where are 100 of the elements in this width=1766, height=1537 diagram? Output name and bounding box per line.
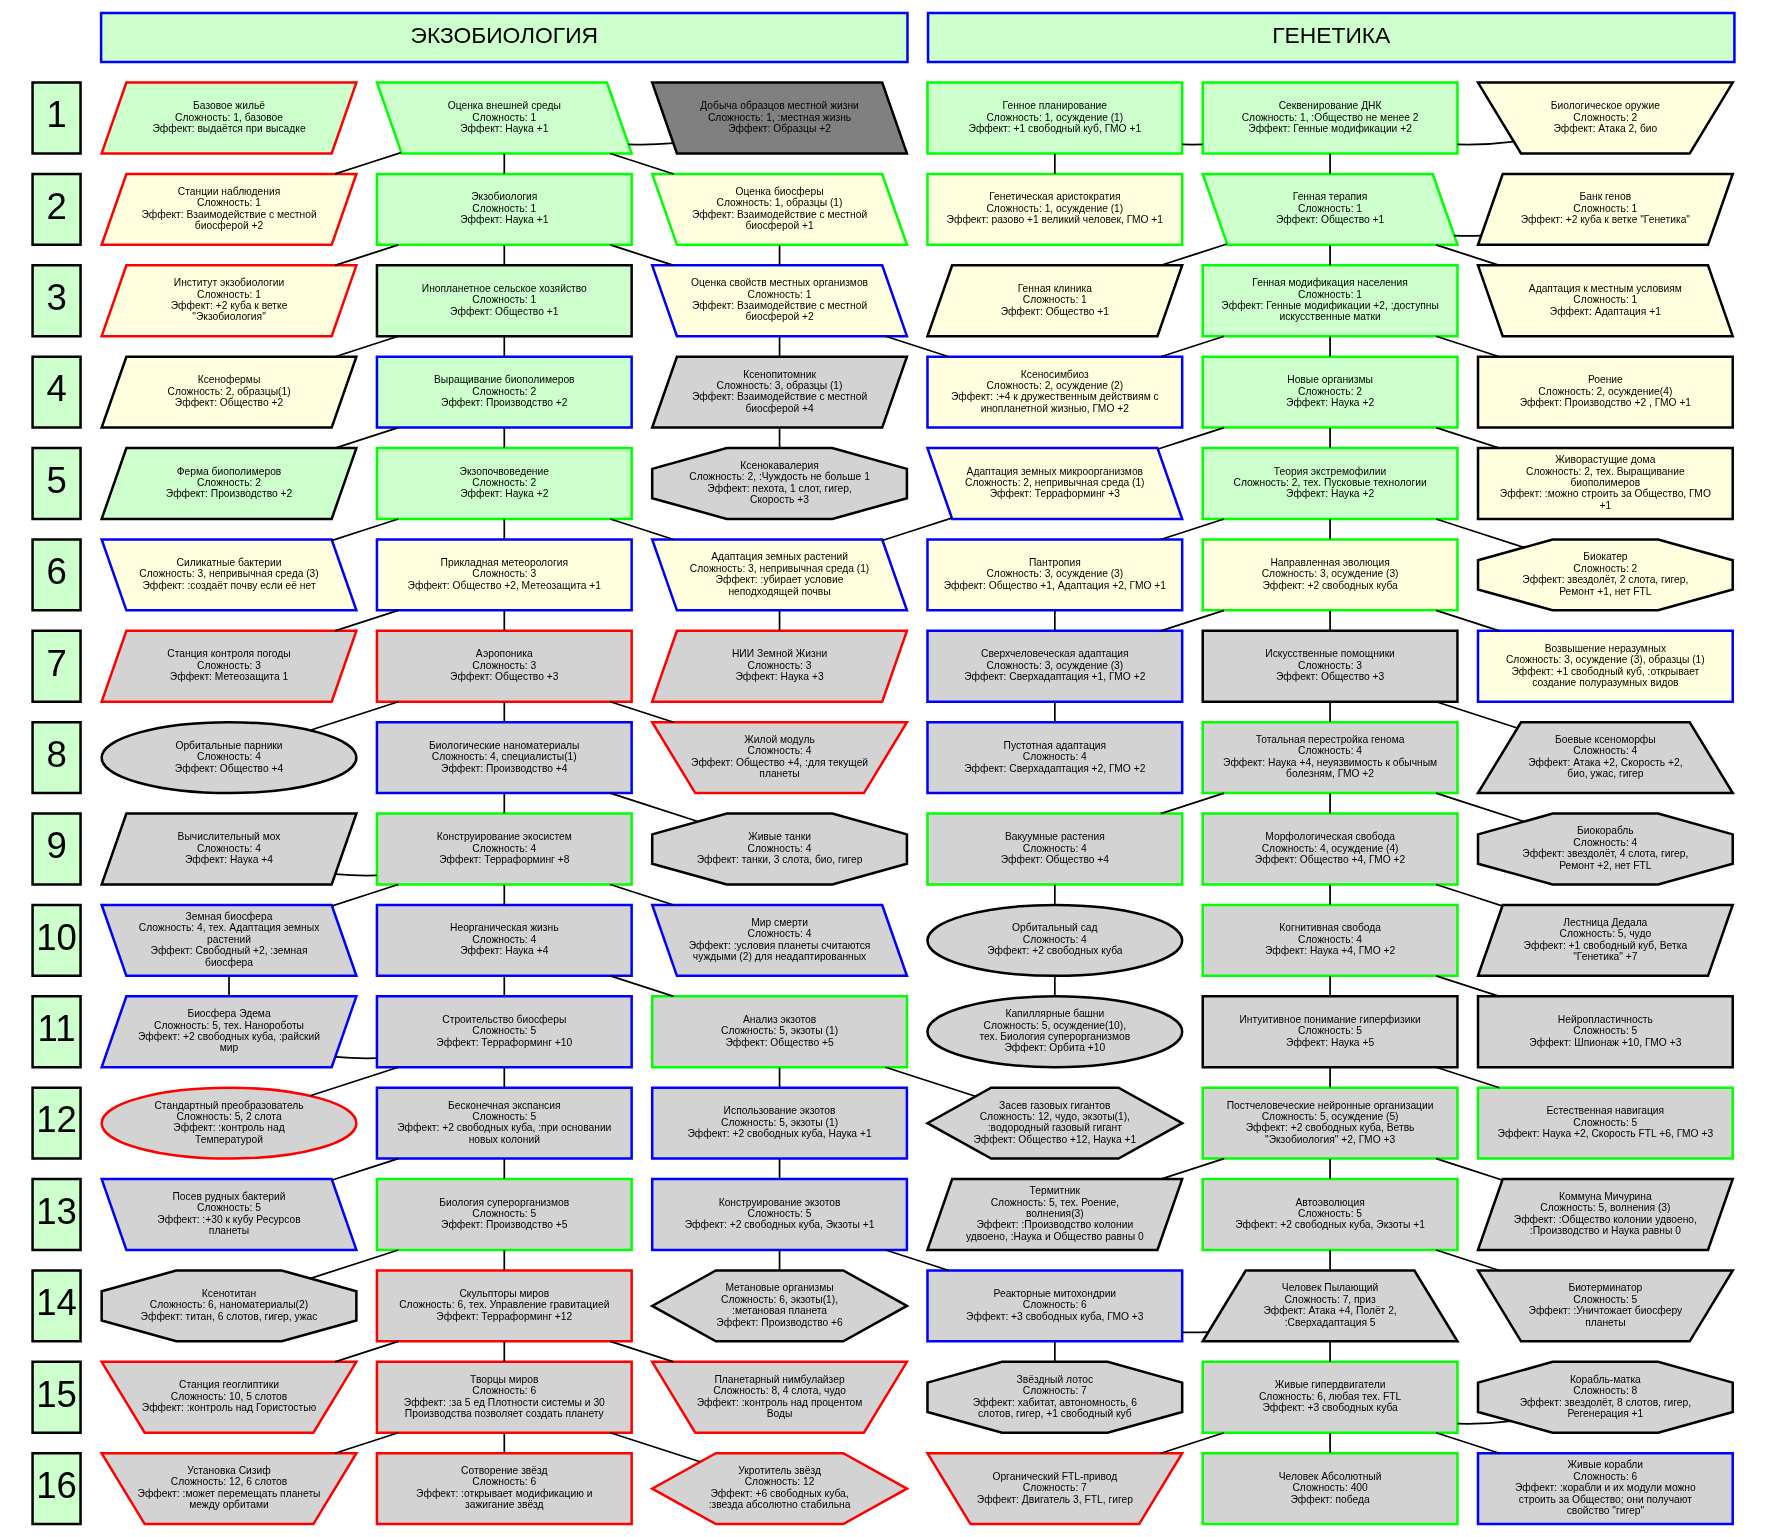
- connector: [608, 1340, 674, 1363]
- connector: [1328, 153, 1331, 175]
- connector: [778, 1158, 780, 1180]
- connector: [884, 1066, 976, 1098]
- node-box: Естественная навигация Сложность: 5 Эффект: Наука +2, Скорость FTL +6, ГМО +3: [1476, 1086, 1734, 1160]
- node-box: Теория экстремофилии Сложность: 2, тех. Пусковые технологии Эффект: Наука +2: [1201, 446, 1459, 521]
- connector: [1434, 883, 1503, 907]
- connector: [1328, 244, 1331, 267]
- node-box: Живые гипердвигатели Сложность: 6, любая тех. FTL Эффект: +3 свободных куба: [1201, 1360, 1459, 1434]
- node-box: 13: [30, 1177, 82, 1252]
- connector: [502, 701, 505, 723]
- node-box: Искусственные помощники Сложность: 3 Эффект: Общество +3: [1201, 629, 1459, 703]
- connector: [1180, 143, 1203, 146]
- connector: [608, 152, 674, 175]
- node-box: Генная модификация населения Сложность: 1 Эффект: Генные модификации +2, :доступны искусственные матки: [1201, 264, 1459, 338]
- connector: [502, 609, 505, 632]
- connector: [1159, 335, 1225, 358]
- connector: [502, 975, 505, 998]
- connector: [778, 244, 780, 267]
- connector: [1053, 1340, 1056, 1363]
- connector: [1328, 884, 1331, 906]
- connector: [1328, 1432, 1331, 1454]
- connector: [1159, 1431, 1225, 1455]
- connector: [1053, 701, 1056, 723]
- node-ellipse: Орбитальный сад Сложность: 4 Эффект: +2 свободных куба: [925, 903, 1183, 978]
- node-box: Неорганическая жизнь Сложность: 4 Эффект: Наука +4: [375, 903, 633, 978]
- connector: [778, 427, 780, 449]
- node-box: Сверхчеловеческая адаптация Сложность: 3, осуждение (3) Эффект: Сверхадаптация +1, ГМО +2: [925, 629, 1183, 703]
- node-box: 7: [30, 629, 82, 703]
- connector: [1434, 426, 1500, 449]
- connector: [1328, 975, 1331, 998]
- node-box: Прикладная метеорология Сложность: 3 Эффект: Общество +2, Метеозащита +1: [375, 538, 633, 612]
- node-ellipse: Капиллярные башни Сложность: 5, осуждение(10), тех. Биология суперорганизмов Эффект: Орбита +10: [925, 995, 1183, 1069]
- connector: [1159, 518, 1225, 541]
- connector: [502, 1158, 505, 1180]
- connector: [502, 1432, 505, 1454]
- node-box: 1: [30, 81, 82, 155]
- connector: [227, 975, 230, 998]
- connector: [608, 518, 674, 541]
- connector: [1456, 1420, 1512, 1425]
- node-ellipse: Стандартный преобразователь Сложность: 5, 2 слота Эффект: :контроль над Температурой: [99, 1086, 358, 1160]
- node-box: Пантропия Сложность: 3, осуждение (3) Эффект: Общество +1, Адаптация +2, ГМО +1: [925, 538, 1183, 612]
- node-box: 6: [30, 538, 82, 612]
- node-box: Возвышение неразумных Сложность: 3, осуждение (3), образцы (1) Эффект: +1 свободный куб, :открывает создание полуразумных видов: [1476, 629, 1734, 703]
- node-box: Направленная эволюция Сложность: 3, осуждение (3) Эффект: +2 свободных куба: [1201, 538, 1459, 612]
- connector: [334, 1056, 378, 1060]
- connector: [1434, 975, 1500, 998]
- connector: [502, 335, 505, 358]
- connector: [333, 426, 399, 449]
- connector: [333, 609, 399, 632]
- connector: [1434, 1249, 1500, 1272]
- connector: [608, 1431, 701, 1463]
- connector: [502, 884, 505, 906]
- connector: [1159, 792, 1225, 815]
- node-box: 14: [30, 1269, 82, 1343]
- node-box: Ксеносимбиоз Сложность: 2, осуждение (2) Эффект: :+4 к дружественным действиям с инопланетной жизнью, ГМО +2: [925, 355, 1183, 429]
- node-box: Конструирование экосистем Сложность: 4 Эффект: Терраформинг +8: [375, 812, 633, 886]
- node-box: 8: [30, 721, 82, 795]
- node-box: Интуитивное понимание гиперфизики Сложность: 5 Эффект: Наука +5: [1201, 995, 1459, 1069]
- node-box: Генное планирование Сложность: 1, осуждение (1) Эффект: +1 свободный куб, ГМО +1: [925, 81, 1183, 155]
- connector: [1434, 1157, 1503, 1181]
- node-box: 2: [30, 172, 82, 247]
- node-box: Строительство биосферы Сложность: 5 Эффект: Терраформинг +10: [375, 995, 633, 1069]
- node-box: Выращивание биополимеров Сложность: 2 Эффект: Производство +2: [375, 355, 633, 429]
- connector: [778, 609, 780, 632]
- connector: [1156, 426, 1225, 450]
- connector: [334, 873, 378, 877]
- connector: [1053, 153, 1056, 175]
- connector: [502, 1340, 505, 1363]
- connector: [1328, 427, 1331, 449]
- node-box: Аэропоника Сложность: 3 Эффект: Общество +3: [375, 629, 633, 703]
- connector: [1434, 609, 1500, 632]
- connector: [333, 335, 399, 358]
- connector: [627, 142, 674, 146]
- connector: [1434, 1431, 1500, 1455]
- node-box: Генетическая аристократия Сложность: 1, осуждение (1) Эффект: разово +1 великий человек, ГМО +1: [925, 172, 1183, 247]
- connector: [1328, 1066, 1331, 1089]
- connector: [884, 335, 950, 358]
- node-box: Бесконечная экспансия Сложность: 5 Эффект: +2 свободных куба, :при основании новых колоний: [375, 1086, 633, 1160]
- node-box: Человек Абсолютный Сложность: 400 Эффект: победа: [1201, 1452, 1459, 1526]
- node-box: Роение Сложность: 2, осуждение(4) Эффект: Производство +2 , ГМО +1: [1476, 355, 1734, 429]
- connector: [1159, 243, 1228, 267]
- node-box: Конструирование экзотов Сложность: 5 Эффект: +2 свободных куба, Экзоты +1: [650, 1177, 908, 1252]
- connector: [608, 700, 674, 724]
- node-box: Вакуумные растения Сложность: 4 Эффект: Общество +4: [925, 812, 1183, 886]
- node-box: Инопланетное сельское хозяйство Сложность: 1 Эффект: Общество +1: [375, 264, 633, 338]
- connector: [502, 1249, 505, 1272]
- connector: [1434, 244, 1500, 267]
- node-box: 3: [30, 264, 82, 338]
- node-box: Новые организмы Сложность: 2 Эффект: Наука +2: [1201, 355, 1459, 429]
- node-box: Экзобиология Сложность: 1 Эффект: Наука +1: [375, 172, 633, 247]
- connector: [502, 427, 505, 449]
- connector: [1053, 884, 1056, 906]
- connector: [502, 518, 505, 541]
- node-box: Пустотная адаптация Сложность: 4 Эффект: Сверхадаптация +2, ГМО +2: [925, 721, 1183, 795]
- node-box: Анализ экзотов Сложность: 5, экзоты (1) Эффект: Общество +5: [650, 995, 908, 1069]
- connector: [502, 244, 505, 267]
- connector: [333, 1431, 399, 1455]
- connector: [333, 244, 399, 267]
- connector: [608, 883, 674, 906]
